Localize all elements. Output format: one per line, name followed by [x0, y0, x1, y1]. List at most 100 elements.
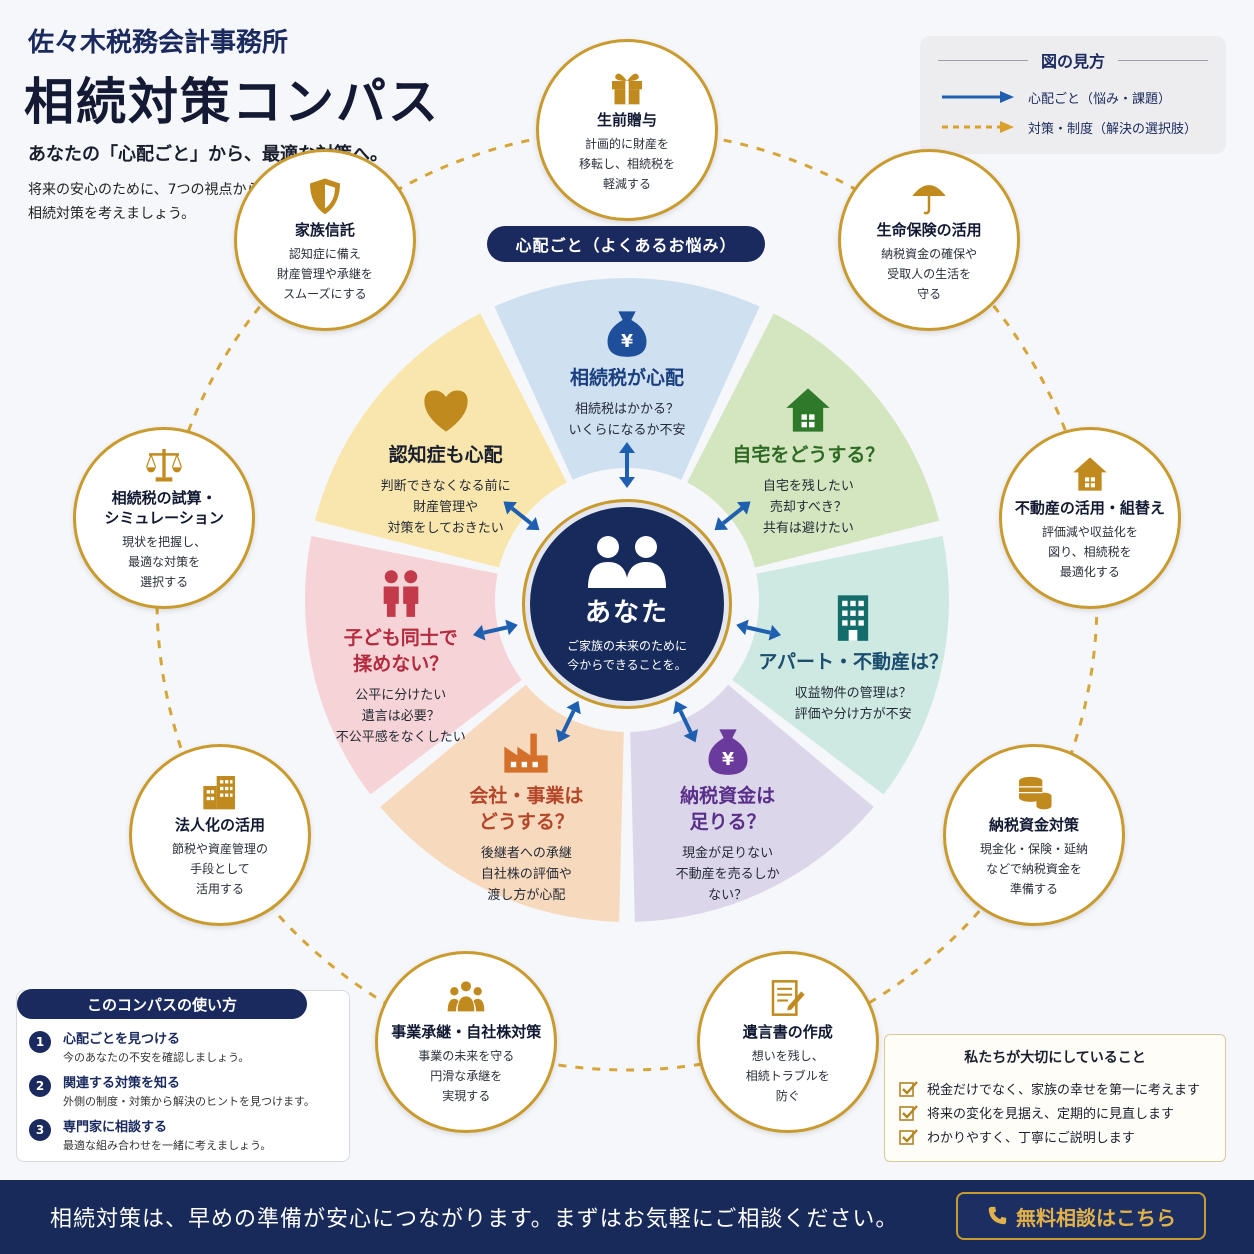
worry-children: 子ども同士で揉めない？ 公平に分けたい遺言は必要？ 不公平感をなくしたい: [291, 555, 511, 748]
measure-icon-wrap: [603, 66, 651, 106]
measure-desc-line: 防ぐ: [775, 1088, 800, 1103]
measure-desc-line: スムーズにする: [283, 286, 367, 301]
worry-description: 公平に分けたい遺言は必要？ 不公平感をなくしたい: [291, 685, 511, 748]
legend-divider: [938, 60, 1028, 61]
heart-icon: [423, 390, 468, 432]
shield-icon: [309, 178, 340, 215]
measure-desc-line: 活用する: [195, 882, 244, 896]
measure-desc-line: 最適化する: [1059, 565, 1120, 580]
worry-description: 収益物件の管理は？評価や分け方が不安: [743, 683, 963, 725]
worry-desc-line: 評価や分け方が不安: [794, 706, 912, 722]
worry-tax: ¥相続税が心配相続税はかかる？いくらになるか不安: [517, 295, 737, 441]
measure-desc-line: 準備する: [1010, 882, 1059, 896]
worry-desc-line: 共有は避けたい: [762, 520, 854, 536]
center-desc-line: 今からできることを。: [567, 657, 687, 672]
worry-home: 自宅をどうする？自宅を残したい売却すべき？共有は避けたい: [698, 372, 918, 539]
measure-title-line: 遺言書の作成: [742, 1022, 833, 1041]
measure-desc-line: 選択する: [140, 575, 189, 590]
measure-title-line: シミュレーション: [104, 509, 224, 528]
measure-title: 事業承継・自社株対策: [391, 1022, 541, 1042]
worry-sectors: [305, 278, 950, 922]
value-text: 将来の変化を見据え、定期的に見直します: [927, 1107, 1175, 1122]
worry-title: 納税資金は足りる？: [618, 783, 838, 835]
umbrella-icon: [912, 185, 946, 215]
values-box: 私たちが大切にしていること 税金だけでなく、家族の幸せを第一に考えます 将来の変…: [884, 1034, 1226, 1162]
phone-icon: [988, 1206, 1007, 1225]
free-consultation-button[interactable]: 無料相談はこちら: [956, 1192, 1206, 1240]
double-arrow-icon: [556, 700, 581, 743]
money-bag-yen-icon: ¥: [708, 728, 748, 775]
worry-title-line: 足りる？: [689, 810, 766, 833]
measure-desc-line: 現金化・保険・延納: [980, 842, 1089, 856]
step-description: 外側の制度・対策から解決のヒントを見つけます。: [63, 1095, 315, 1108]
measure-desc-line: 受取人の生活を: [887, 266, 972, 281]
center-description: ご家族の未来のために 今からできることを。: [567, 637, 687, 675]
legend-title: 図の見方: [1040, 52, 1105, 71]
measure-desc-line: 評価減や収益化を: [1041, 525, 1138, 540]
worry-desc-line: 不公平感をなくしたい: [335, 730, 466, 746]
measure-title: 法人化の活用: [175, 815, 265, 835]
worry-sector-business: [380, 684, 624, 922]
document-pen-icon: [771, 979, 805, 1016]
worry-icon-wrap: ¥: [618, 713, 838, 777]
legend-row-measure: 対策・制度（解決の選択肢）: [940, 116, 1197, 138]
legend-row-worry: 心配ごと（悩み・課題）: [940, 86, 1171, 108]
value-text: わかりやすく、丁寧にご説明します: [927, 1131, 1135, 1146]
worry-description: 判断できなくなる前に財産管理や対策をしておきたい: [336, 476, 556, 539]
measure-trust: 家族信託認知症に備え財産管理や承継をスムーズにする: [233, 148, 416, 331]
office-building-icon: [203, 776, 235, 810]
cta-label: 無料相談はこちら: [1016, 1205, 1176, 1230]
measure-icon-wrap: [905, 176, 953, 216]
house-icon: [1073, 457, 1107, 492]
measure-corp: 法人化の活用節税や資産管理の手段として活用する: [128, 744, 311, 926]
values-title: 私たちが大切にしていること: [964, 1050, 1146, 1066]
worry-desc-line: 公平に分けたい: [355, 688, 447, 704]
measure-icon-wrap: [1010, 771, 1058, 811]
howto-step: 2 関連する対策を知る外側の制度・対策から解決のヒントを見つけます。: [29, 1075, 315, 1110]
worry-sector-apartment: [732, 536, 950, 795]
worry-icon-wrap: ¥: [517, 295, 737, 359]
page-title: 相続対策コンパス: [24, 72, 440, 131]
legend-divider: [1118, 60, 1208, 61]
measure-gift: 生前贈与計画的に財産を移転し、相続税を軽減する: [536, 39, 718, 221]
worry-desc-line: 自宅を残したい: [762, 478, 854, 494]
measure-title: 納税資金対策: [989, 815, 1079, 835]
worry-business: 会社・事業はどうする？後継者への承継自社株の評価や渡し方が心配: [416, 713, 636, 906]
measure-desc-line: 財産管理や承継を: [276, 266, 373, 281]
money-bag-yen-icon: ¥: [607, 311, 647, 357]
measure-icon-wrap: [442, 978, 490, 1018]
value-text: 税金だけでなく、家族の幸せを第一に考えます: [927, 1083, 1201, 1098]
family-icon: [383, 570, 419, 617]
worry-sector-funds: [630, 684, 874, 922]
double-arrow-icon: [472, 619, 518, 641]
measure-icon-wrap: [140, 444, 188, 484]
factory-icon: [504, 733, 548, 773]
measure-realestate: 不動産の活用・組替え評価減や収益化を図り、相続税を最適化する: [998, 427, 1181, 610]
measure-icon-wrap: [301, 176, 349, 216]
worry-desc-line: ない？: [708, 887, 748, 903]
worry-icon-wrap: [416, 713, 636, 777]
measure-title-line: 法人化の活用: [174, 816, 265, 834]
measure-desc-line: 計画的に財産を: [584, 137, 669, 151]
worry-funds: ¥納税資金は足りる？現金が足りない不動産を売るしかない？: [618, 713, 838, 906]
worry-title-line: どうする？: [478, 810, 574, 833]
svg-text:¥: ¥: [722, 750, 734, 770]
worry-desc-line: 遺言は必要？: [361, 709, 440, 725]
center-title: あなた: [584, 597, 669, 628]
worry-desc-line: 対策をしておきたい: [387, 520, 504, 536]
checkbox-icon: [899, 1104, 918, 1121]
worry-title-line: 認知症も心配: [388, 443, 503, 466]
measure-description: 認知症に備え財産管理や承継をスムーズにする: [277, 244, 373, 304]
worry-sector-children: [305, 536, 522, 795]
worry-desc-line: 渡し方が心配: [487, 887, 566, 903]
center-you: あなた ご家族の未来のために 今からできることを。: [525, 502, 729, 706]
worry-title: 子ども同士で揉めない？: [291, 625, 511, 677]
measure-title: 生命保険の活用: [877, 220, 982, 240]
worry-title-line: 納税資金は: [680, 784, 776, 807]
measure-desc-line: 実現する: [442, 1088, 491, 1103]
worry-title: 自宅をどうする？: [698, 442, 918, 468]
measure-description: 想いを残し、相続トラブルを防ぐ: [746, 1046, 830, 1106]
people-icon: [588, 535, 666, 588]
worry-title-line: 会社・事業は: [469, 784, 584, 807]
